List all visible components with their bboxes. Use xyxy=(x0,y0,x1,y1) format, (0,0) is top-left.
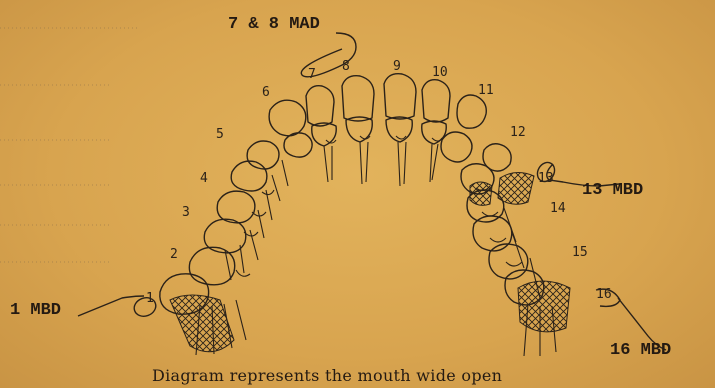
tooth-number-10: 10 xyxy=(432,65,448,80)
tooth-number-13: 13 xyxy=(538,171,554,186)
tooth-number-3: 3 xyxy=(182,205,190,220)
callout-7-8-mad: 7 & 8 MAD xyxy=(228,15,320,34)
tooth-number-11: 11 xyxy=(478,83,494,98)
front-teeth xyxy=(306,74,486,186)
ruled-lines xyxy=(0,28,140,262)
tooth-number-15: 15 xyxy=(572,245,588,260)
tooth-number-12: 12 xyxy=(510,125,526,140)
diagram-caption: Diagram represents the mouth wide open xyxy=(152,366,502,385)
tooth-number-9: 9 xyxy=(393,59,401,74)
callout-labels: 7 & 8 MAD 13 MBD 1 MBD 16 MBD xyxy=(10,15,671,360)
leader-lines xyxy=(78,33,666,350)
tooth-number-5: 5 xyxy=(216,127,224,142)
tooth-number-7: 7 xyxy=(308,67,316,82)
tooth-number-6: 6 xyxy=(262,85,270,100)
tooth-number-4: 4 xyxy=(200,171,208,186)
left-arch xyxy=(160,100,312,355)
callout-16-mbd: 16 MBD xyxy=(610,341,671,360)
callout-1-mbd: 1 MBD xyxy=(10,301,61,320)
tooth-number-14: 14 xyxy=(550,201,566,216)
tooth-number-1: 1 xyxy=(146,291,154,306)
tooth-number-labels: 1 2 3 4 5 6 7 8 9 10 11 12 13 14 15 16 xyxy=(146,59,612,306)
tooth-number-8: 8 xyxy=(342,59,350,74)
tooth-number-2: 2 xyxy=(170,247,178,262)
tooth-number-16: 16 xyxy=(596,287,612,302)
callout-13-mbd: 13 MBD xyxy=(582,181,643,200)
